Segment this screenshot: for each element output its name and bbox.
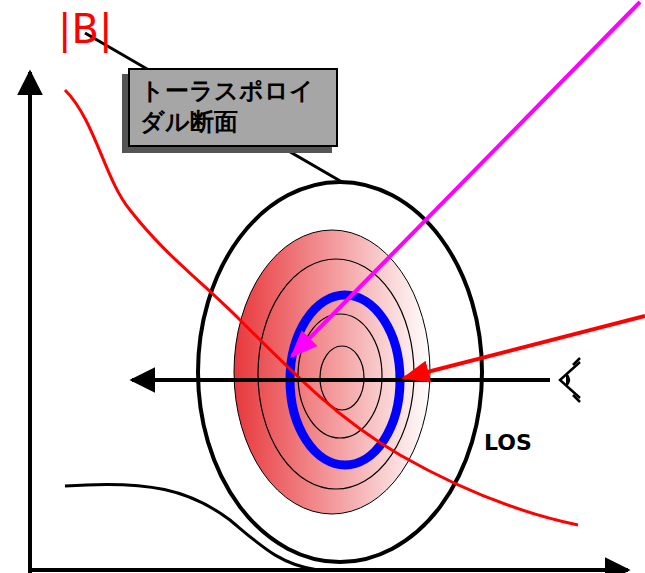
los-arrow [132, 378, 550, 382]
box-text: トーラスポロイダル断面 [140, 76, 326, 138]
eye-symbol [560, 358, 580, 402]
x-axis [28, 568, 628, 572]
axis-label: |B| [58, 6, 112, 52]
field-curve [65, 90, 578, 525]
plasma-ellipse [234, 230, 430, 514]
flux-surface [298, 314, 382, 438]
pointer-arrow [292, 2, 640, 356]
outer-ellipse [198, 182, 482, 562]
flux-surface [258, 259, 414, 489]
los-label: LOS [484, 430, 532, 455]
y-axis [28, 72, 32, 573]
leader-line [85, 33, 342, 182]
pointer-arrow [404, 316, 645, 378]
caption-box: トーラスポロイダル断面 [128, 68, 338, 147]
